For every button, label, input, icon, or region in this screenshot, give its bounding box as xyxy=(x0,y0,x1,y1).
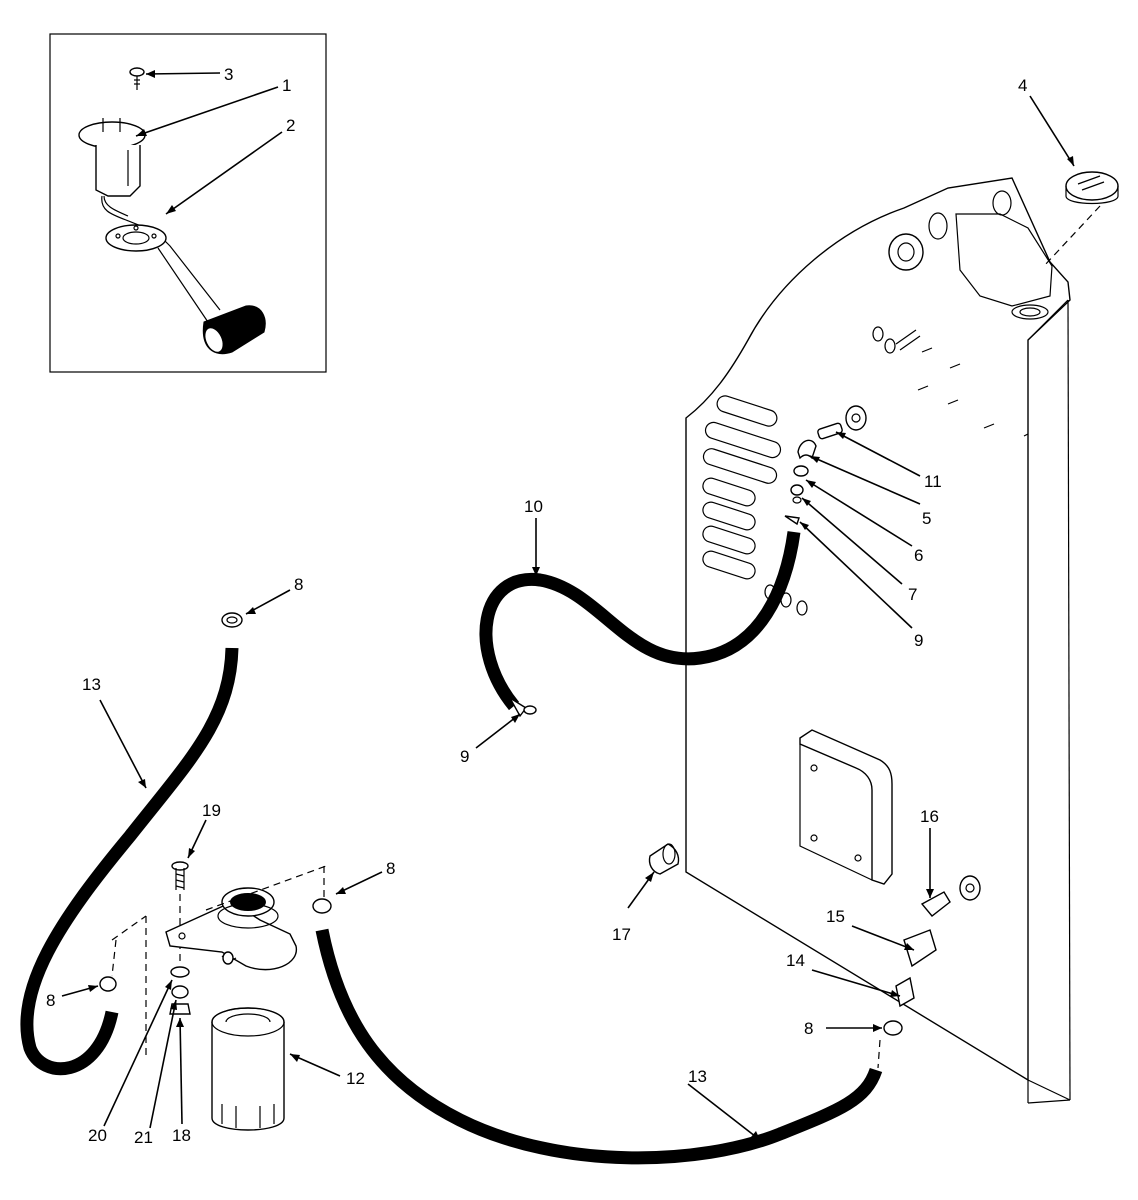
fuel-tank-panel xyxy=(648,177,1071,1104)
hose-13-left xyxy=(20,647,239,1076)
callout-12: 12 xyxy=(346,1069,365,1088)
screw-part xyxy=(129,67,145,90)
bolt-part xyxy=(171,861,189,890)
callout-21: 21 xyxy=(134,1128,153,1147)
leader-1 xyxy=(135,86,279,137)
callout-10: 10 xyxy=(524,497,543,516)
callout-15: 15 xyxy=(826,907,845,926)
mounting-bracket xyxy=(799,729,893,885)
leader-2 xyxy=(165,131,283,215)
fittings-lower xyxy=(883,875,981,1036)
hose-13-bottom xyxy=(315,928,883,1165)
callout-4: 4 xyxy=(1018,76,1027,95)
leader-lines xyxy=(61,95,1075,1141)
inset-fuel-sender: 3 1 2 xyxy=(49,33,327,373)
fuel-filter-assembly xyxy=(99,861,327,1131)
fuel-sender-part xyxy=(78,118,221,311)
callout-1: 1 xyxy=(282,76,291,95)
hoses xyxy=(20,531,883,1165)
filter-canister-part xyxy=(211,1007,285,1131)
vent-slots xyxy=(702,395,782,580)
callout-8-filter: 8 xyxy=(386,859,395,878)
callout-8-right: 8 xyxy=(804,1019,813,1038)
callout-18: 18 xyxy=(172,1126,191,1145)
float-part xyxy=(157,247,266,354)
fittings-upper xyxy=(784,405,867,526)
callout-13-bottom: 13 xyxy=(688,1067,707,1086)
callout-6: 6 xyxy=(914,546,923,565)
callout-20: 20 xyxy=(88,1126,107,1145)
callout-19: 19 xyxy=(202,801,221,820)
callout-11: 11 xyxy=(924,472,942,491)
callout-13-left: 13 xyxy=(82,675,101,694)
callout-8-left: 8 xyxy=(46,991,55,1010)
callout-9-upper: 9 xyxy=(914,631,923,650)
washer-part xyxy=(170,966,190,978)
filler-cap-part xyxy=(1043,171,1119,267)
callout-3: 3 xyxy=(224,65,233,84)
hose-clamps xyxy=(221,612,881,1069)
callout-14: 14 xyxy=(786,951,805,970)
leader-3 xyxy=(145,72,221,75)
callout-17: 17 xyxy=(612,925,631,944)
inset-border xyxy=(49,33,327,373)
lock-washer-part xyxy=(171,985,189,999)
callout-5: 5 xyxy=(922,509,931,528)
callout-16: 16 xyxy=(920,807,939,826)
hose-10 xyxy=(479,531,801,711)
callout-9-lower: 9 xyxy=(460,747,469,766)
callout-7: 7 xyxy=(908,585,917,604)
callout-2: 2 xyxy=(286,116,295,135)
drain-plug-part xyxy=(648,843,680,875)
callout-8-top: 8 xyxy=(294,575,303,594)
gasket-part xyxy=(105,224,167,252)
